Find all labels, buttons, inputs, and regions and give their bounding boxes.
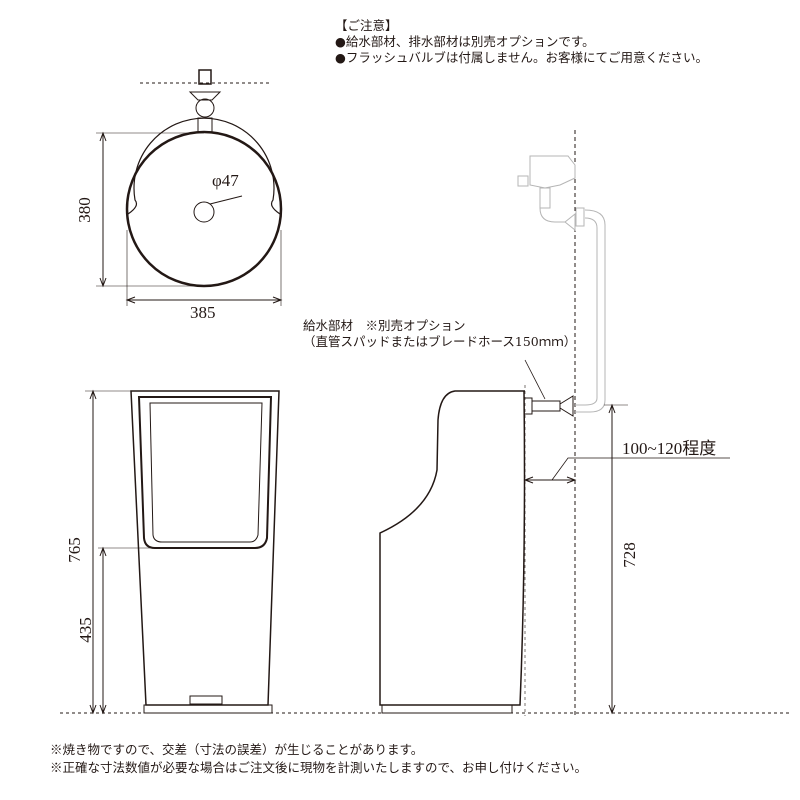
notice-line: ●給水部材、排水部材は別売オプションです。 (335, 34, 595, 49)
width-label: 385 (190, 303, 216, 322)
footnote: ※正確な寸法数値が必要な場合はご注文後に現物を計測いたしますので、お申し付けくだ… (50, 760, 588, 775)
supply-label: 給水部材 ※別売オプション (303, 318, 466, 333)
supply-height-label: 728 (619, 542, 639, 568)
flush-valve-ghost (517, 155, 606, 413)
height-label: 765 (64, 537, 84, 563)
front-view (60, 389, 790, 715)
depth-label: 380 (74, 197, 94, 223)
footnote: ※焼き物ですので、交差（寸法の誤差）が生じることがあります。 (50, 742, 424, 757)
side-view (379, 130, 730, 716)
notice-heading: 【ご注意】 (335, 18, 398, 33)
diameter-label: φ47 (212, 171, 239, 190)
rim-height-label: 435 (75, 617, 95, 643)
supply-label-detail: （直管スパッドまたはブレードホース150ｍｍ） (303, 334, 577, 349)
notice-line: ●フラッシュバルブは付属しません。お客様にてご用意ください。 (335, 50, 709, 65)
wall-gap-label: 100~120程度 (622, 439, 717, 458)
top-view (96, 69, 283, 306)
